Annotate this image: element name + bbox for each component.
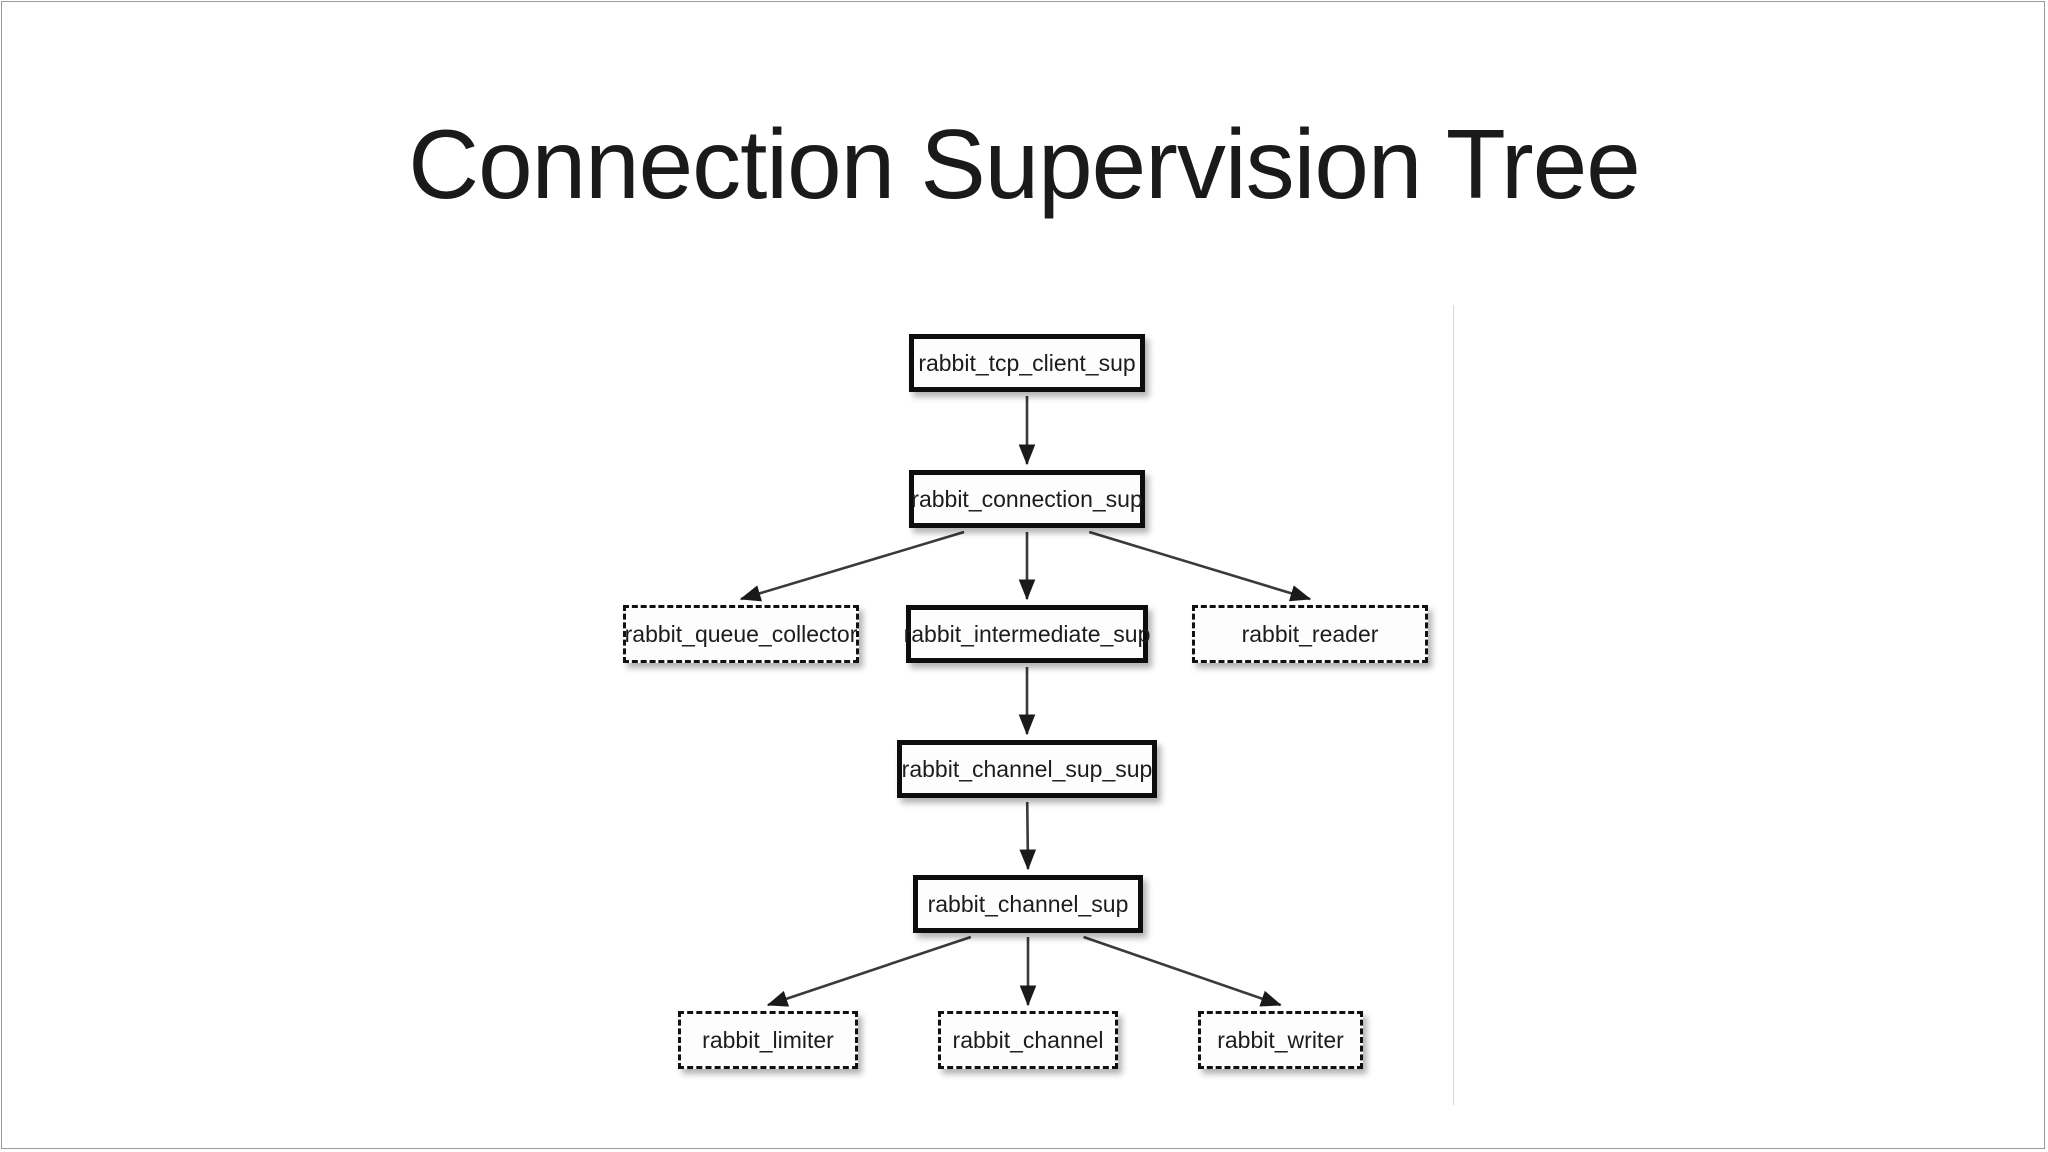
tree-edge-rabbit-connection-sup-to-rabbit-reader	[1088, 530, 1312, 602]
tree-node-label: rabbit_tcp_client_sup	[918, 349, 1136, 376]
tree-node-rabbit-channel[interactable]: rabbit_channel	[938, 1011, 1118, 1069]
tree-node-rabbit-channel-sup[interactable]: rabbit_channel_sup	[913, 875, 1143, 933]
tree-node-label: rabbit_connection_sup	[911, 485, 1143, 512]
tree-edge-rabbit-channel-sup-to-rabbit-writer	[1083, 935, 1282, 1007]
tree-node-rabbit-intermediate-sup[interactable]: rabbit_intermediate_sup	[903, 605, 1151, 663]
tree-node-label: rabbit_reader	[1241, 620, 1379, 647]
tree-node-rabbit-queue-collector[interactable]: rabbit_queue_collector	[623, 605, 859, 663]
tree-node-label: rabbit_channel_sup	[927, 890, 1129, 917]
tree-node-label: rabbit_writer	[1217, 1026, 1344, 1053]
figure-right-rule	[1453, 305, 1454, 1105]
tree-node-label: rabbit_channel	[952, 1026, 1104, 1053]
page-title: Connection Supervision Tree	[408, 109, 1640, 219]
tree-edge-rabbit-channel-sup-sup-to-rabbit-channel-sup	[1019, 801, 1037, 871]
tree-node-rabbit-reader[interactable]: rabbit_reader	[1192, 605, 1428, 663]
tree-node-label: rabbit_queue_collector	[624, 620, 858, 647]
tree-node-rabbit-writer[interactable]: rabbit_writer	[1198, 1011, 1363, 1069]
tree-edge-rabbit-channel-sup-to-rabbit-limiter	[766, 935, 972, 1007]
tree-edge-rabbit-connection-sup-to-rabbit-queue-collector	[739, 530, 965, 602]
tree-node-label: rabbit_intermediate_sup	[903, 620, 1151, 647]
tree-node-rabbit-channel-sup-sup[interactable]: rabbit_channel_sup_sup	[897, 740, 1157, 798]
tree-node-label: rabbit_channel_sup_sup	[901, 755, 1153, 782]
tree-node-rabbit-connection-sup[interactable]: rabbit_connection_sup	[909, 470, 1145, 528]
tree-node-rabbit-limiter[interactable]: rabbit_limiter	[678, 1011, 858, 1069]
tree-node-rabbit-tcp-client-sup[interactable]: rabbit_tcp_client_sup	[909, 334, 1145, 392]
tree-node-label: rabbit_limiter	[702, 1026, 834, 1053]
